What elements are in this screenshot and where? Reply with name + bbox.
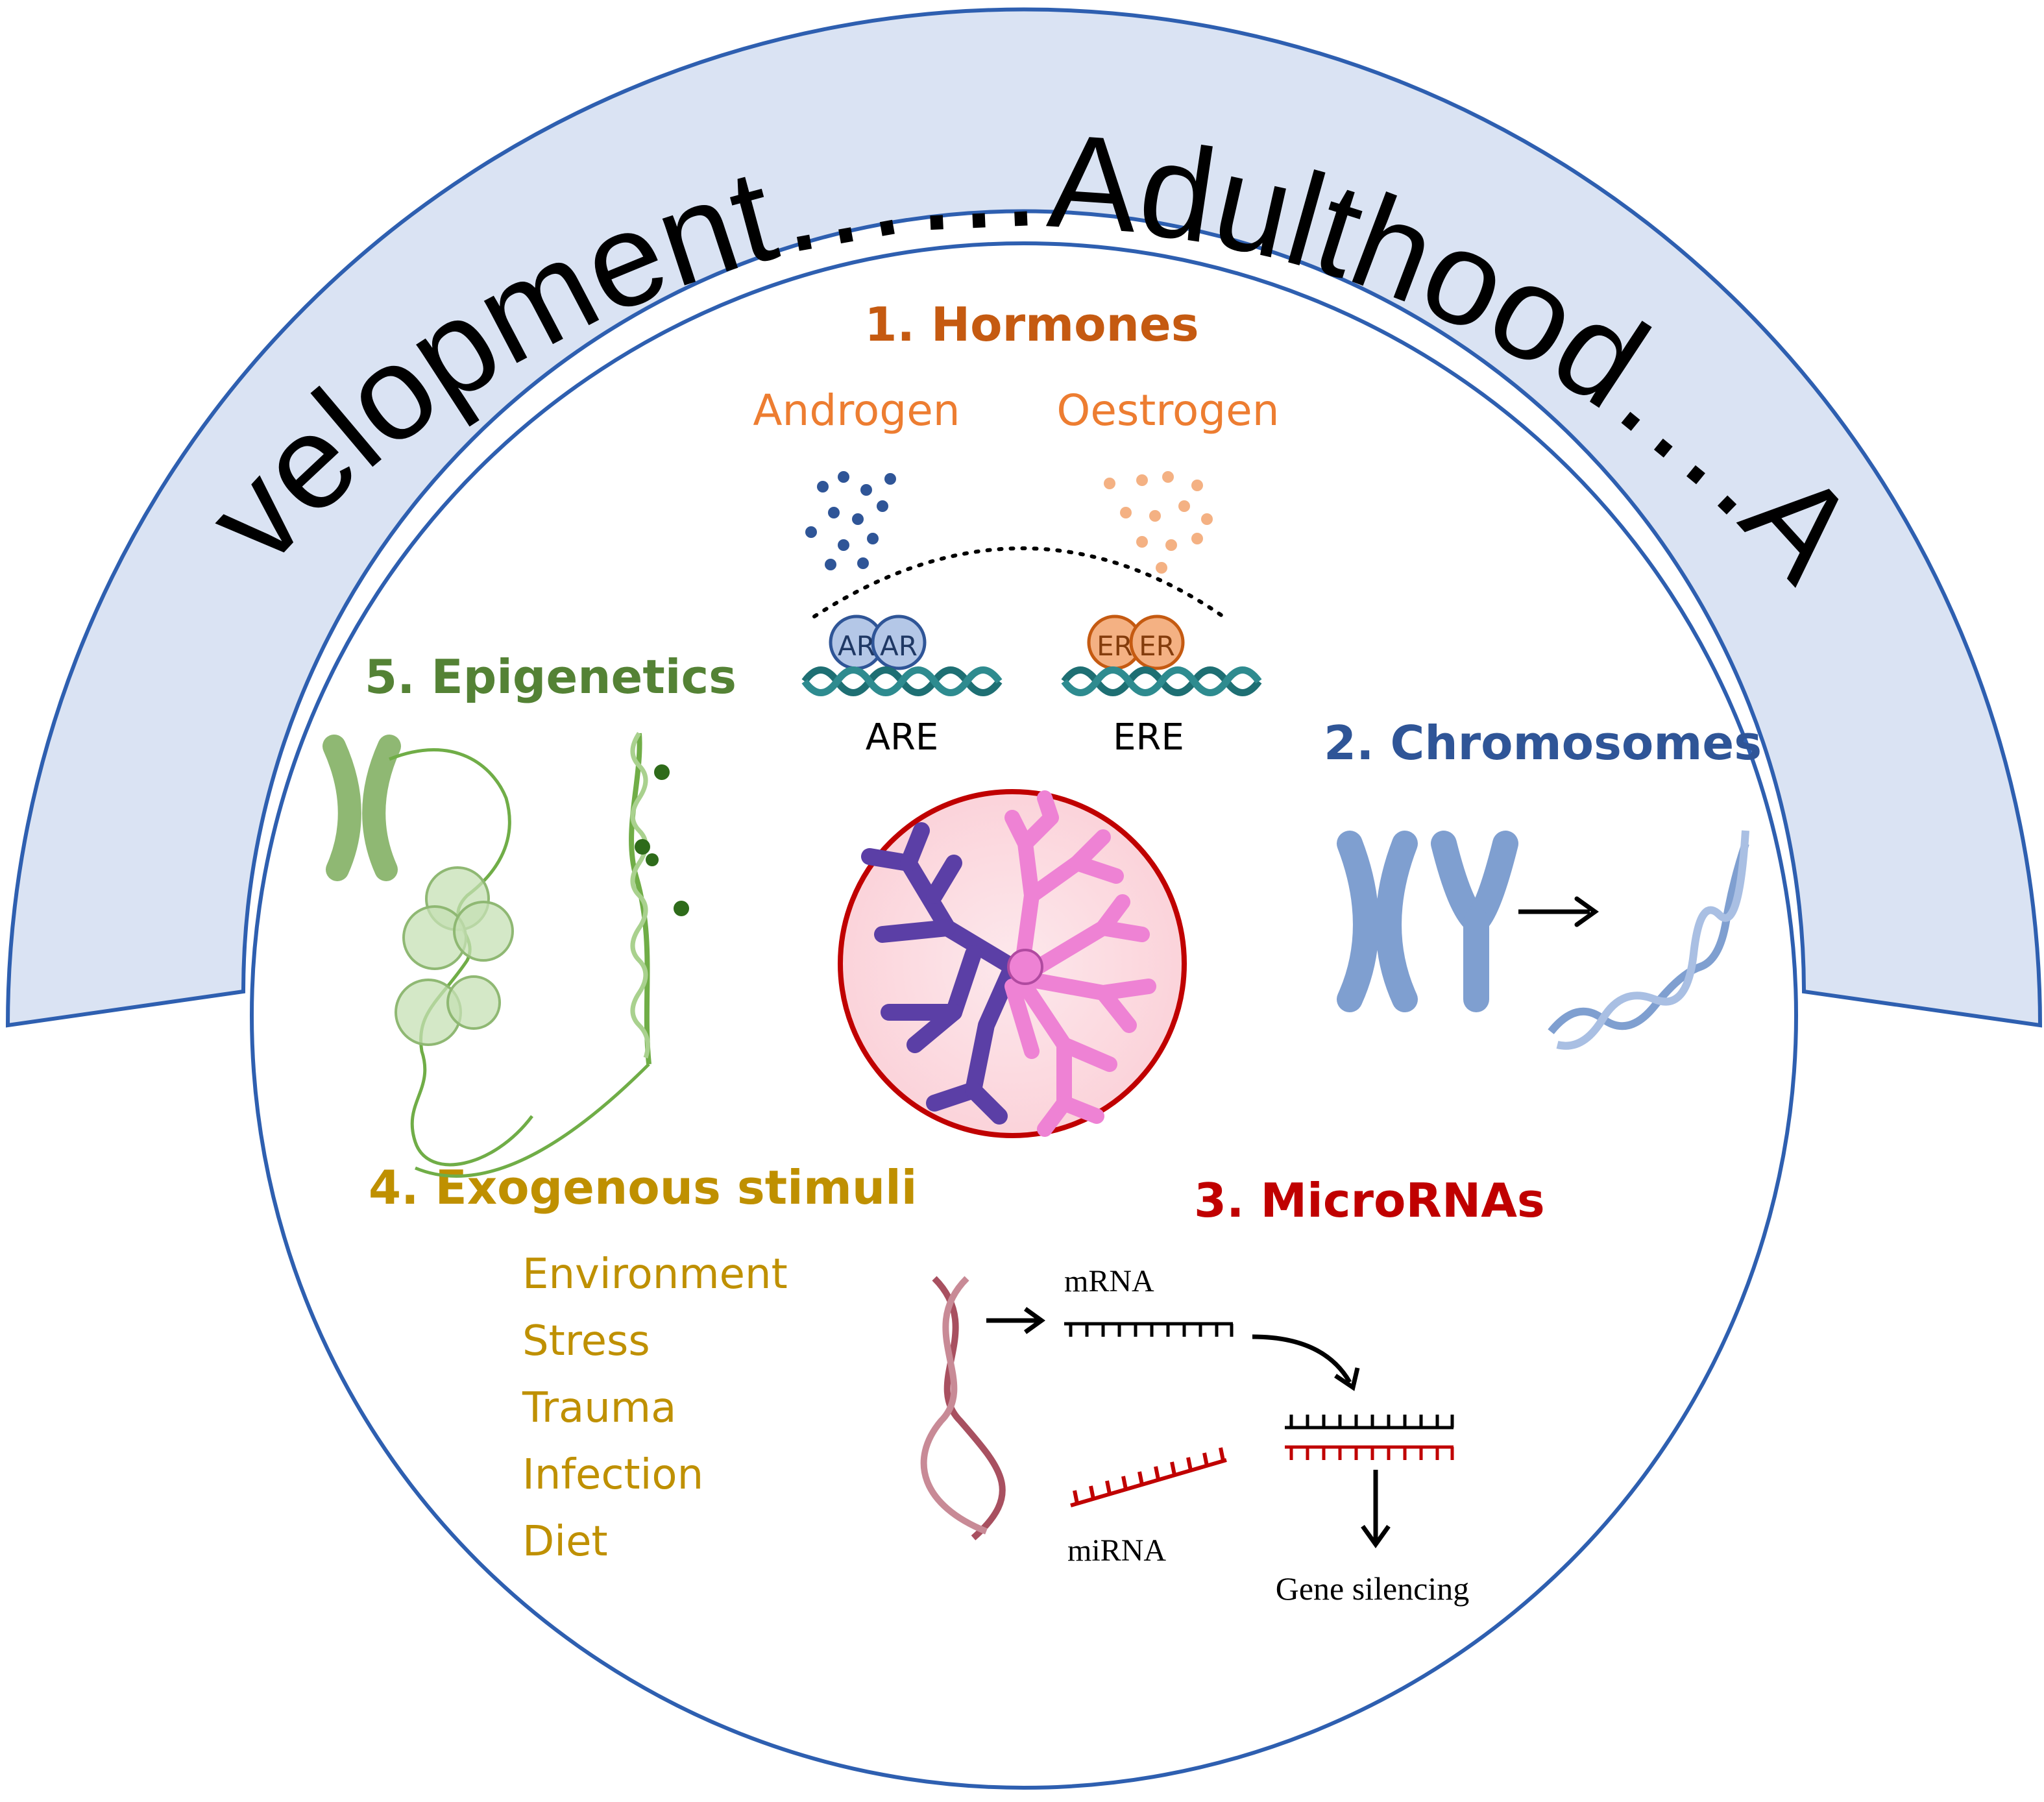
hormones-title: 1. Hormones [864,297,1198,352]
exogenous-item-trauma: Trauma [522,1384,676,1432]
ere-dna-icon [1061,666,1262,696]
mrna-strand-icon [1064,1322,1234,1337]
microglia-cell-icon [838,789,1187,1138]
chromosomes-title: 2. Chromosomes [1324,716,1762,770]
ar-label-right: AR [880,630,918,662]
ar-label-left: AR [838,630,875,662]
exogenous-item-environment: Environment [522,1250,788,1298]
dna-double-helix-icon [920,1276,1006,1540]
are-dna-icon [801,666,1003,696]
exogenous-item-stress: Stress [522,1317,650,1365]
hormone-connection-arc [812,546,1225,618]
binding-arrow-icon [1252,1334,1352,1383]
mrna-label: mRNA [1064,1264,1154,1298]
mirna-label: miRNA [1067,1533,1166,1568]
mirna-strand-icon [1070,1447,1227,1507]
are-label: ARE [866,716,939,759]
micrornas-section: 3. MicroRNAs mRNA miRNA [920,1173,1545,1607]
dna-helix-icon [1548,830,1749,1050]
exogenous-section: 4. Exogenous stimuli Environment Stress … [369,1160,917,1566]
er-receptor-dimer-icon: ER ER [1087,615,1185,670]
er-label-right: ER [1139,630,1175,662]
er-label-left: ER [1097,630,1133,662]
ere-label: ERE [1113,716,1184,759]
exogenous-title: 4. Exogenous stimuli [369,1160,917,1215]
chromosomes-section: 2. Chromosomes [1324,716,1762,1050]
mrna-mirna-duplex-icon [1285,1415,1454,1460]
exogenous-item-infection: Infection [522,1451,703,1499]
gene-silencing-label: Gene silencing [1276,1570,1470,1607]
micrornas-title: 3. MicroRNAs [1194,1173,1545,1228]
epigenetic-chromosome-icon [322,735,401,881]
epigenetics-section: 5. Epigenetics [322,650,736,1178]
methylated-dna-icon [629,732,689,1065]
hormones-section: 1. Hormones Androgen Oestrogen AR AR [753,297,1279,759]
nucleosome-fiber-icon [389,748,650,1178]
epigenetics-title: 5. Epigenetics [365,650,736,704]
androgen-label: Androgen [753,385,960,435]
oestrogen-molecules-icon [1104,471,1213,574]
x-chromosome-icon [1337,831,1418,1012]
y-chromosome-icon [1431,831,1518,1012]
androgen-molecules-icon [805,471,896,570]
exogenous-item-diet: Diet [522,1518,608,1566]
oestrogen-label: Oestrogen [1056,385,1279,435]
life-course-arc [5,7,2043,1028]
